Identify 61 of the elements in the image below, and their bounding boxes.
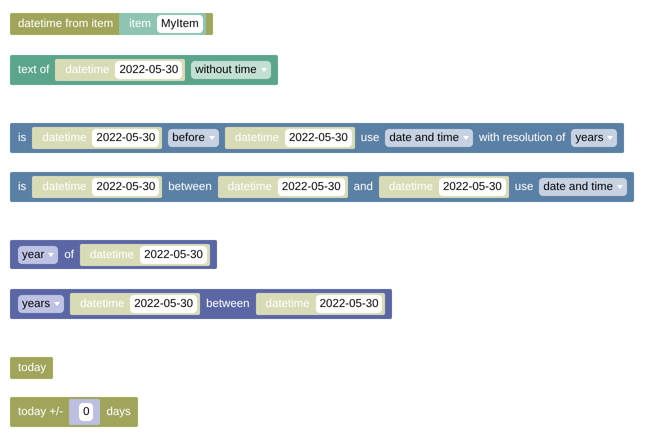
block-label: use <box>360 131 380 146</box>
dropdown: date and time <box>385 129 474 147</box>
block-label: between <box>206 297 250 312</box>
block-label: item <box>129 17 151 32</box>
block-label: datetime <box>266 297 310 312</box>
dropdown: years <box>571 129 618 147</box>
code-block <box>218 176 348 198</box>
dropdown: date and time <box>539 178 628 196</box>
code-block <box>10 240 217 269</box>
code-block <box>378 176 509 198</box>
block-label: and <box>354 180 373 195</box>
text-field: 2022-05-30 <box>278 178 345 196</box>
block-label: days <box>106 405 131 420</box>
block-label: is <box>18 180 26 195</box>
block-label: datetime <box>42 131 86 146</box>
block-label: datetime <box>80 297 124 312</box>
code-block <box>32 127 162 149</box>
dropdown: without time <box>191 61 271 79</box>
code-block <box>55 59 186 81</box>
block-label: today <box>18 361 46 376</box>
code-block <box>224 127 355 149</box>
code-block <box>80 244 210 266</box>
text-field: 0 <box>79 403 94 421</box>
dropdown: before <box>168 129 219 147</box>
text-field: 2022-05-30 <box>115 61 182 79</box>
dropdown: years <box>18 295 64 313</box>
text-field: 2022-05-30 <box>140 246 207 264</box>
text-field: 2022-05-30 <box>284 129 352 147</box>
code-block <box>119 13 206 35</box>
block-label: between <box>168 180 212 195</box>
block-label: datetime <box>228 180 272 195</box>
code-block <box>69 399 100 425</box>
block-label: is <box>18 131 26 146</box>
code-block <box>10 13 213 35</box>
code-block <box>10 289 392 319</box>
code-block <box>10 397 138 427</box>
block-label: datetime <box>388 180 433 195</box>
block-label: with resolution of <box>479 131 566 146</box>
code-block <box>10 357 54 379</box>
block-label: of <box>64 248 74 262</box>
block-label: datetime from item <box>18 17 114 32</box>
block-label: datetime <box>42 180 86 195</box>
block-label: datetime <box>90 248 134 262</box>
text-field: MyItem <box>156 15 203 33</box>
text-field: 2022-05-30 <box>316 295 382 313</box>
text-field: 2022-05-30 <box>92 129 160 147</box>
block-label: today +/- <box>18 405 64 420</box>
text-field: 2022-05-30 <box>130 295 198 313</box>
text-field: 2022-05-30 <box>438 178 506 196</box>
block-label: use <box>514 180 534 195</box>
block-label: text of <box>18 63 50 78</box>
block-label: datetime <box>65 63 110 78</box>
code-block <box>32 176 162 198</box>
code-block <box>10 55 278 85</box>
block-label: datetime <box>234 131 279 146</box>
text-field: 2022-05-30 <box>92 178 160 196</box>
code-block <box>10 172 634 202</box>
code-block <box>70 293 200 315</box>
code-block <box>10 123 624 153</box>
code-block <box>256 293 386 315</box>
dropdown: year <box>18 246 58 264</box>
